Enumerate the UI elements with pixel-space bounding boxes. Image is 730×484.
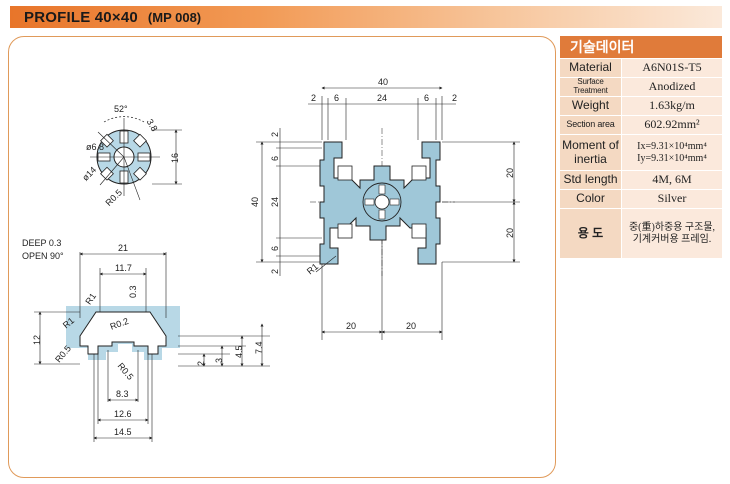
spec-value-iy: Iy=9.31×10⁴mm⁴ bbox=[637, 152, 707, 164]
bore-r05: R0.5 bbox=[104, 187, 125, 208]
top-seg-4: 6 bbox=[424, 93, 429, 103]
left-seg-4: 6 bbox=[270, 246, 280, 251]
spec-value-surface: Anodized bbox=[622, 78, 722, 96]
title-bar: PROFILE 40×40 (MP 008) bbox=[10, 6, 722, 28]
slot-2: 2 bbox=[196, 361, 206, 366]
spec-label-inertia: Moment of inertia bbox=[560, 135, 622, 170]
spec-row-length: Std length 4M, 6M bbox=[560, 171, 722, 190]
spec-value-usage: 중(重)하중용 구조물, 기계커버용 프레임. bbox=[622, 209, 722, 258]
bottom-seg-1: 20 bbox=[346, 321, 356, 331]
slot-145: 14.5 bbox=[114, 427, 132, 437]
spec-label-weight: Weight bbox=[560, 97, 622, 115]
spec-row-inertia: Moment of inertia Ix=9.31×10⁴mm⁴ Iy=9.31… bbox=[560, 135, 722, 171]
slot-126: 12.6 bbox=[114, 409, 132, 419]
bottom-seg-2: 20 bbox=[406, 321, 416, 331]
spec-value-ix: Ix=9.31×10⁴mm⁴ bbox=[637, 141, 707, 152]
spec-value-usage-1: 중(重)하중용 구조물, bbox=[628, 222, 716, 233]
bore-detail: 52° ø6.8 ø14 R0.5 16 3.8 bbox=[80, 104, 182, 208]
bore-dia-68: ø6.8 bbox=[86, 142, 104, 152]
spec-row-color: Color Silver bbox=[560, 190, 722, 209]
spec-row-section: Section area 602.92mm² bbox=[560, 116, 722, 135]
spec-label-surface: Surface Treatment bbox=[560, 77, 622, 96]
left-seg-2: 6 bbox=[270, 156, 280, 161]
profile-section: 40 2 6 24 6 2 40 2 6 24 6 2 20 20 bbox=[250, 77, 520, 340]
left-seg-3: 24 bbox=[270, 197, 280, 207]
spec-row-surface: Surface Treatment Anodized bbox=[560, 77, 722, 97]
slot-r1-a: R1 bbox=[83, 291, 98, 306]
spec-label-section: Section area bbox=[560, 116, 622, 134]
profile-code: (MP 008) bbox=[147, 9, 202, 25]
bore-16: 16 bbox=[170, 153, 180, 163]
slot-note-deep: DEEP 0.3 bbox=[22, 238, 61, 248]
spec-row-usage: 용 도 중(重)하중용 구조물, 기계커버용 프레임. bbox=[560, 209, 722, 259]
spec-value-usage-2: 기계커버용 프레임. bbox=[632, 233, 712, 245]
left-overall: 40 bbox=[250, 197, 260, 207]
profile-title: PROFILE 40×40 bbox=[24, 8, 138, 26]
bore-dia-14: ø14 bbox=[80, 165, 98, 183]
spec-heading: 기술데이터 bbox=[560, 36, 722, 58]
right-seg-1: 20 bbox=[505, 168, 515, 178]
corner-radius: R1 bbox=[305, 261, 320, 276]
bore-angle: 52° bbox=[114, 104, 128, 114]
slot-12: 12 bbox=[32, 335, 42, 345]
right-seg-2: 20 bbox=[505, 228, 515, 238]
spec-label-color: Color bbox=[560, 190, 622, 208]
slot-3: 3 bbox=[214, 358, 224, 363]
slot-45: 4.5 bbox=[234, 345, 244, 358]
slot-74: 7.4 bbox=[254, 341, 264, 354]
slot-detail: DEEP 0.3 OPEN 90° 21 11.7 R1 R1 0.3 R0.2… bbox=[22, 238, 270, 442]
spec-row-material: Material A6N01S-T5 bbox=[560, 59, 722, 78]
spec-row-weight: Weight 1.63kg/m bbox=[560, 97, 722, 116]
spec-label-material: Material bbox=[560, 59, 622, 77]
spec-label-length: Std length bbox=[560, 171, 622, 189]
top-overall: 40 bbox=[378, 77, 388, 87]
slot-03: 0.3 bbox=[128, 285, 138, 298]
spec-value-color: Silver bbox=[622, 190, 722, 208]
top-seg-3: 24 bbox=[377, 93, 387, 103]
bore-38: 3.8 bbox=[145, 117, 160, 133]
slot-83: 8.3 bbox=[116, 389, 129, 399]
top-seg-1: 2 bbox=[311, 93, 316, 103]
spec-value-inertia: Ix=9.31×10⁴mm⁴ Iy=9.31×10⁴mm⁴ bbox=[622, 135, 722, 170]
spec-value-section: 602.92mm² bbox=[622, 116, 722, 134]
spec-value-length: 4M, 6M bbox=[622, 171, 722, 189]
top-seg-2: 6 bbox=[334, 93, 339, 103]
top-seg-5: 2 bbox=[452, 93, 457, 103]
spec-label-usage: 용 도 bbox=[560, 209, 622, 258]
left-seg-1: 2 bbox=[270, 132, 280, 137]
spec-panel: 기술데이터 Material A6N01S-T5 Surface Treatme… bbox=[560, 36, 722, 262]
slot-117: 11.7 bbox=[115, 263, 132, 273]
slot-note-open: OPEN 90° bbox=[22, 251, 64, 261]
drawing-frame bbox=[8, 36, 556, 478]
slot-21: 21 bbox=[118, 243, 128, 253]
spec-value-weight: 1.63kg/m bbox=[622, 97, 722, 115]
slot-r05-b: R0.5 bbox=[116, 361, 136, 382]
left-seg-5: 2 bbox=[270, 269, 280, 274]
spec-value-material: A6N01S-T5 bbox=[622, 59, 722, 77]
